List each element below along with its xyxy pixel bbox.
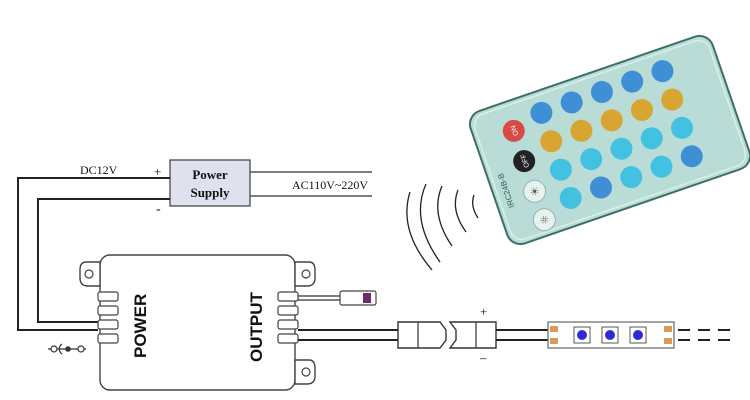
remote-speed-button[interactable] xyxy=(567,117,595,145)
dc-output-wires xyxy=(17,177,170,331)
remote-color-button[interactable] xyxy=(587,174,615,202)
dc-plus-label: + xyxy=(154,164,161,179)
strip-minus-label: – xyxy=(479,350,487,365)
remote-brightness-down-button[interactable] xyxy=(530,206,558,234)
remote-color-button[interactable] xyxy=(668,114,696,142)
remote-color-button[interactable] xyxy=(678,142,706,170)
ir-receiver xyxy=(298,290,377,306)
remote-color-button[interactable] xyxy=(607,135,635,163)
remote-on-label: ON xyxy=(510,124,520,136)
remote-color-button[interactable] xyxy=(557,184,585,212)
remote-color-button[interactable] xyxy=(638,124,666,152)
power-input-pins xyxy=(97,291,119,344)
dc-minus-label: - xyxy=(156,202,161,217)
strip-continuation-dashes xyxy=(678,329,730,341)
output-cable xyxy=(298,321,548,349)
ac-voltage-label: AC110V~220V xyxy=(292,178,368,192)
remote-speed-button[interactable] xyxy=(658,86,686,114)
remote-color-button[interactable] xyxy=(577,145,605,173)
remote-off-button[interactable] xyxy=(510,147,538,175)
remote-off-label: OFF xyxy=(520,153,531,169)
remote-mode-button[interactable] xyxy=(618,68,646,96)
mount-hole xyxy=(301,367,311,377)
strip-pad xyxy=(664,338,672,344)
remote-mode-button[interactable] xyxy=(527,99,555,127)
strip-pad xyxy=(664,326,672,332)
led-dot xyxy=(577,330,587,340)
remote-speed-button[interactable] xyxy=(537,127,565,155)
dc-jack-symbol xyxy=(48,343,86,355)
connector-male xyxy=(397,321,447,349)
remote-mode-button[interactable] xyxy=(648,57,676,85)
controller: POWER OUTPUT xyxy=(79,254,316,391)
mount-hole xyxy=(84,269,94,279)
led-dot xyxy=(605,330,615,340)
remote-color-button[interactable] xyxy=(617,163,645,191)
power-supply-label-line2: Supply xyxy=(190,185,230,200)
dc-voltage-label: DC12V xyxy=(80,163,118,177)
remote-on-button[interactable] xyxy=(500,117,528,145)
remote-button-grid xyxy=(527,57,706,212)
sun-icon: ☀ xyxy=(528,184,542,200)
strip-plus-label: + xyxy=(480,304,487,319)
controller-power-label: POWER xyxy=(131,294,150,358)
ir-signal-waves xyxy=(406,183,479,271)
sun-icon: ☼ xyxy=(538,212,552,228)
remote-brightness-up-button[interactable] xyxy=(521,177,549,205)
strip-pad xyxy=(550,338,558,344)
power-supply-label-line1: Power xyxy=(192,167,228,182)
led-dot xyxy=(633,330,643,340)
controller-output-label: OUTPUT xyxy=(247,292,266,363)
remote-color-button[interactable] xyxy=(648,153,676,181)
mount-hole xyxy=(301,269,311,279)
led-strip xyxy=(547,321,730,349)
remote-mode-button[interactable] xyxy=(558,88,586,116)
remote-control: ON OFF ☀ ☼ IRC24B-B xyxy=(468,34,750,246)
remote-mode-button[interactable] xyxy=(588,78,616,106)
remote-speed-button[interactable] xyxy=(598,106,626,134)
strip-pad xyxy=(550,326,558,332)
remote-color-button[interactable] xyxy=(547,156,575,184)
power-supply-box xyxy=(169,159,251,207)
ac-input-wires xyxy=(250,171,372,197)
power-supply: Power Supply xyxy=(169,159,251,207)
remote-speed-button[interactable] xyxy=(628,96,656,124)
connector-female xyxy=(448,321,497,349)
ir-receiver-lens xyxy=(363,293,371,303)
